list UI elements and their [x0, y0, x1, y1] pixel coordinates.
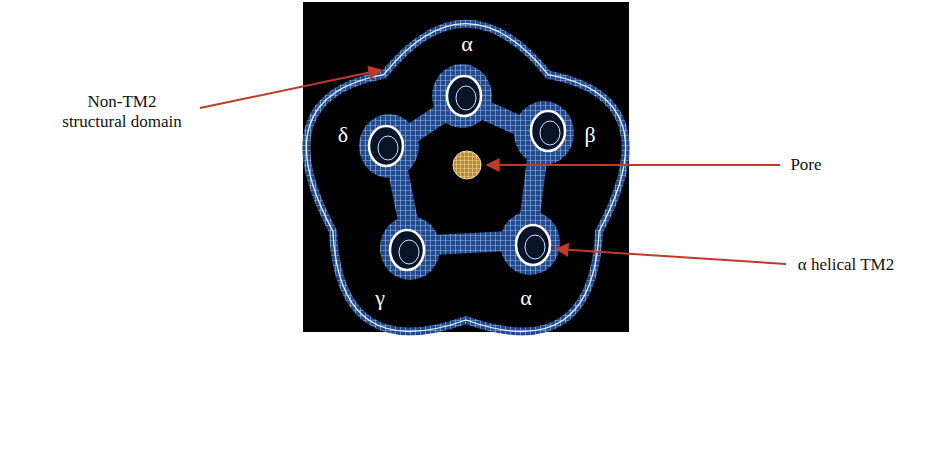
helix-inner-contour	[525, 235, 545, 259]
black-panel	[303, 2, 629, 332]
leader-arrow	[200, 70, 381, 108]
helix-density	[380, 216, 440, 280]
subunit-label: β	[584, 124, 595, 146]
leader-arrow	[556, 249, 786, 264]
helix-contour	[447, 76, 481, 116]
helix-inner-contours	[378, 86, 560, 264]
leader-arrow	[487, 164, 780, 166]
helix-contour	[390, 230, 424, 270]
helix-contours	[369, 76, 565, 270]
helix-contour	[516, 225, 550, 265]
subunit-label: α	[461, 33, 473, 55]
helix-inner-contour	[378, 136, 398, 160]
helix-inner-contour	[399, 240, 419, 264]
helix-density	[359, 114, 419, 178]
subunit-label: δ	[338, 124, 348, 146]
outline-shadow	[308, 25, 627, 333]
helix-density	[514, 101, 574, 165]
non-tm2-outline	[306, 24, 625, 332]
helix-contour	[531, 111, 565, 151]
helix-inner-contour	[456, 86, 476, 110]
subunit-label: α	[520, 287, 532, 309]
helix-density	[432, 64, 492, 128]
callout-label: Non-TM2 structural domain	[61, 92, 183, 133]
helix-inner-contour	[540, 121, 560, 145]
helix-density	[500, 211, 560, 275]
helix-contour	[369, 126, 403, 166]
outline-highlight	[306, 24, 625, 332]
callout-label: α helical TM2	[798, 255, 894, 275]
callout-label: Pore	[790, 155, 821, 175]
subunit-label: γ	[375, 287, 385, 309]
helix-densities	[359, 64, 574, 280]
pore-density	[453, 151, 481, 179]
